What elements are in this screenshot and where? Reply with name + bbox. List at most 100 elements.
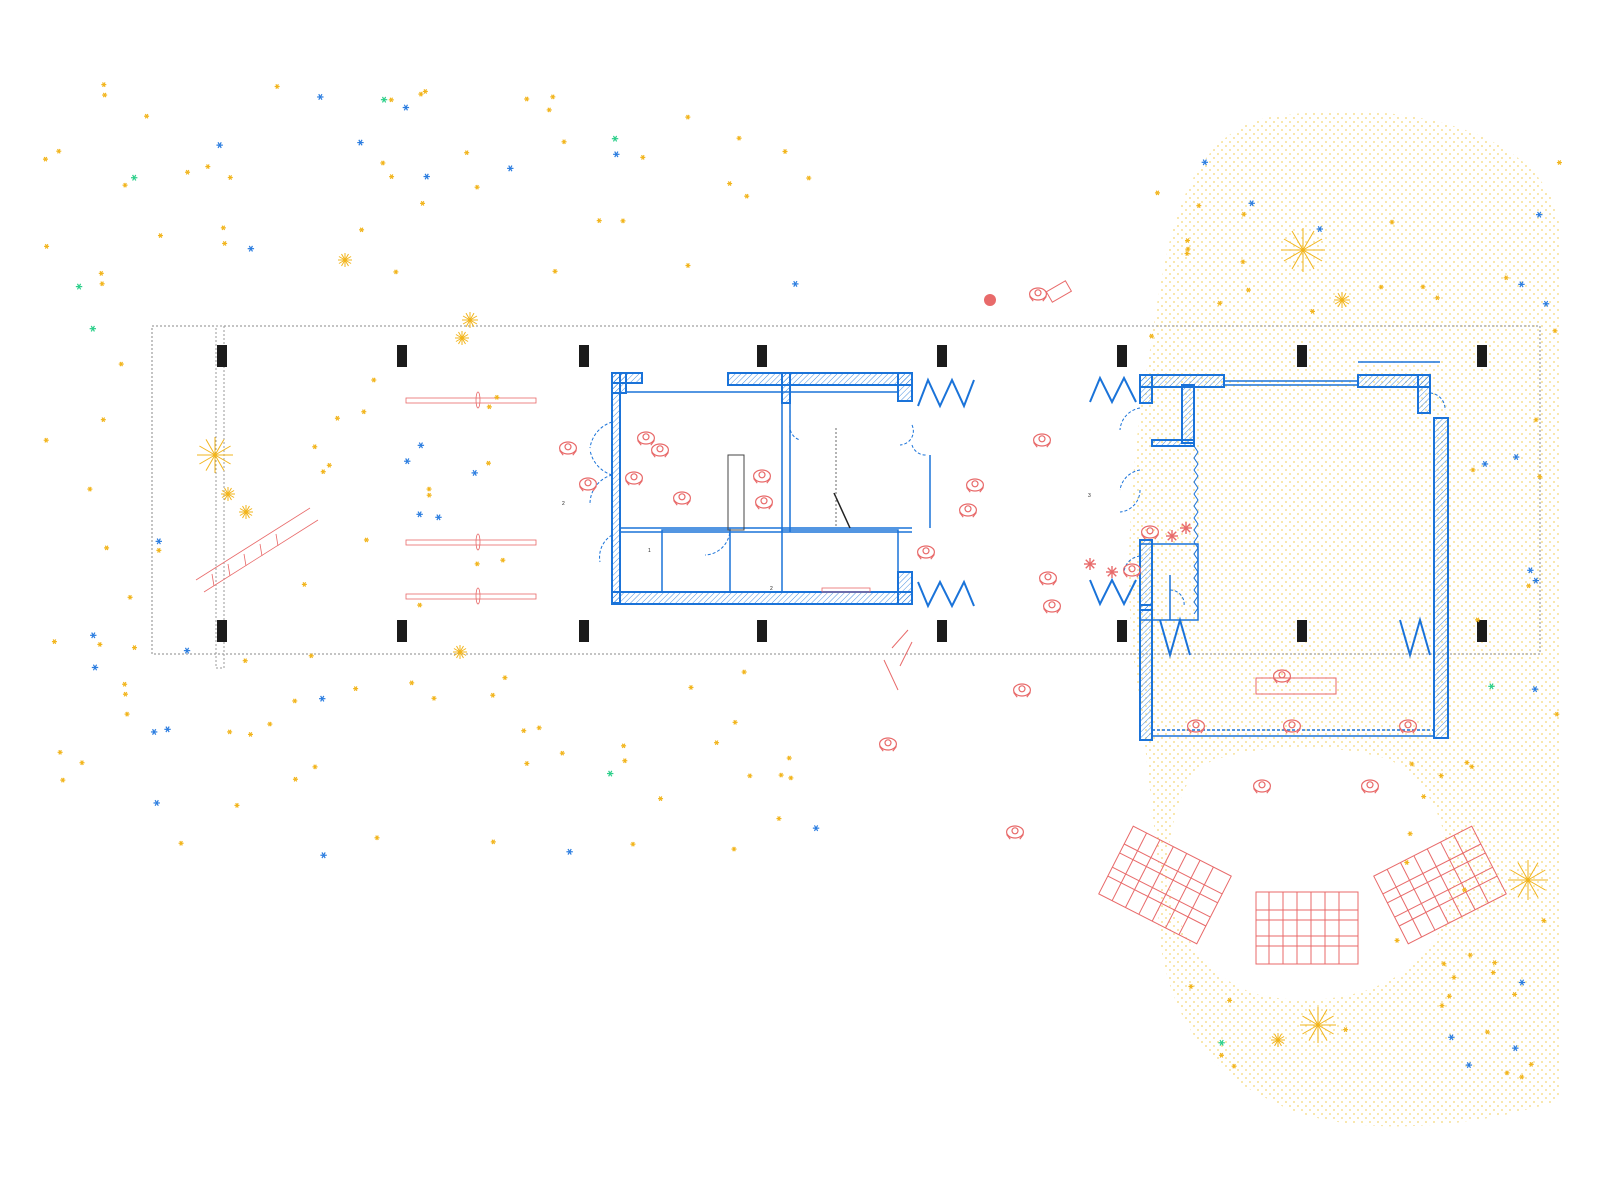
flower xyxy=(732,719,738,725)
flower xyxy=(1465,1062,1473,1069)
flower xyxy=(782,149,788,154)
flower xyxy=(118,361,124,367)
flower xyxy=(97,641,103,647)
person-figure xyxy=(958,503,978,518)
plant-burst xyxy=(338,253,352,267)
room-label: 1 xyxy=(648,548,651,554)
flower xyxy=(359,227,365,233)
flower xyxy=(127,594,133,600)
flower xyxy=(1240,259,1246,265)
flower xyxy=(44,243,50,249)
person-figure xyxy=(624,471,644,486)
flower xyxy=(164,726,171,733)
flower xyxy=(778,772,784,778)
flower xyxy=(792,280,799,287)
flower xyxy=(220,225,226,231)
flower xyxy=(1531,686,1539,693)
flower xyxy=(312,444,318,450)
plant-burst xyxy=(197,437,233,473)
canopy-outline xyxy=(151,325,1541,655)
flower xyxy=(101,82,107,88)
flower xyxy=(361,409,367,415)
column xyxy=(757,345,767,367)
flower xyxy=(1404,860,1410,865)
flower xyxy=(685,263,691,268)
column xyxy=(937,620,947,642)
flower xyxy=(320,852,327,859)
flower xyxy=(60,777,66,783)
flower xyxy=(559,750,565,756)
flower xyxy=(788,775,794,781)
flower xyxy=(1409,761,1415,767)
flower xyxy=(420,200,426,206)
flower xyxy=(1526,583,1532,589)
flower xyxy=(1527,567,1534,574)
flower xyxy=(500,557,506,563)
room-label: 3 xyxy=(1088,493,1091,499)
flower xyxy=(464,150,470,156)
column xyxy=(397,345,407,367)
flower xyxy=(227,729,233,735)
flower xyxy=(416,511,423,518)
flower xyxy=(1316,225,1324,233)
flower xyxy=(320,469,326,475)
flower xyxy=(747,773,753,779)
person-figure xyxy=(878,737,898,752)
flower xyxy=(1218,1039,1225,1046)
person-figure xyxy=(650,443,670,458)
person-figure xyxy=(1028,287,1048,302)
flower xyxy=(144,113,150,119)
flower xyxy=(183,647,191,654)
flower xyxy=(552,268,558,274)
flower xyxy=(1481,460,1489,468)
building-right-inner xyxy=(1139,361,1440,737)
flower xyxy=(417,602,423,608)
flower xyxy=(1439,1003,1445,1009)
flower xyxy=(507,165,514,172)
bench-inside xyxy=(821,587,871,593)
flower xyxy=(334,415,340,421)
flower xyxy=(474,561,480,567)
flower xyxy=(79,760,85,766)
person-figure xyxy=(1042,599,1062,614)
column xyxy=(579,620,589,642)
flower xyxy=(153,799,160,807)
flower xyxy=(566,848,573,855)
flower xyxy=(409,680,415,686)
flower xyxy=(1475,617,1481,623)
flower xyxy=(1188,984,1194,989)
flower xyxy=(1464,760,1470,766)
flower xyxy=(1248,200,1255,207)
flower xyxy=(744,193,750,199)
flower xyxy=(1218,1052,1224,1058)
flower xyxy=(1217,300,1223,306)
flower xyxy=(524,761,530,766)
room-label: 2 xyxy=(770,586,773,592)
flower xyxy=(1461,887,1467,893)
flower xyxy=(104,545,110,551)
column xyxy=(1117,345,1127,367)
flower xyxy=(247,245,255,252)
flower xyxy=(524,96,530,102)
people-figures xyxy=(558,280,1418,840)
column xyxy=(217,345,227,367)
meadow-area xyxy=(1129,111,1560,1127)
flower xyxy=(388,97,394,103)
flower xyxy=(1490,970,1496,976)
flower xyxy=(490,839,496,845)
flower xyxy=(87,486,93,492)
flower xyxy=(357,139,364,146)
flower xyxy=(1441,961,1447,967)
flower xyxy=(1149,333,1155,339)
plant-burst xyxy=(1281,228,1325,272)
door-swings-right xyxy=(1119,392,1446,607)
flower xyxy=(1201,159,1209,166)
flower xyxy=(404,458,411,465)
flower xyxy=(426,492,432,498)
plant-burst xyxy=(453,645,467,659)
flower xyxy=(1470,467,1476,473)
flower xyxy=(131,645,137,651)
flower xyxy=(736,135,742,141)
flower xyxy=(312,764,318,770)
flower xyxy=(130,174,138,181)
